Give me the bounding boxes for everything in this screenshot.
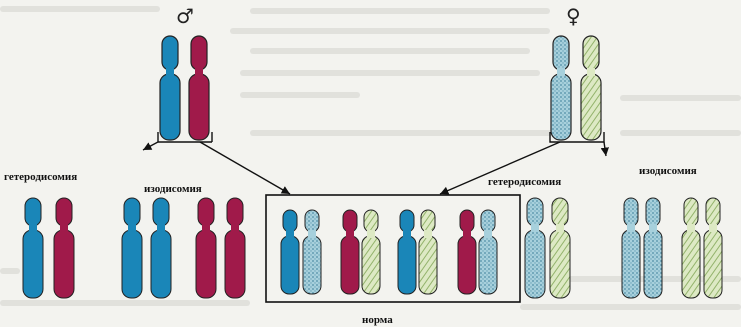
label-hetero-right: гетеродисомия [488, 176, 561, 188]
iso-right-hatched-pair [682, 198, 722, 298]
maternal-chromosome-blue-dotted [551, 36, 571, 140]
female-symbol-icon: ♀ [566, 4, 581, 28]
label-norm: норма [362, 314, 393, 326]
norm-blue-hatched [398, 210, 437, 294]
norm-blue-dotted [281, 210, 321, 294]
iso-left-blue-pair [122, 198, 171, 298]
male-symbol-icon: ♂ [176, 4, 194, 28]
hetero-right-pair [525, 198, 570, 298]
hetero-left-pair [23, 198, 74, 298]
paternal-chromosome-red [189, 36, 209, 140]
maternal-chromosome-green-hatched [581, 36, 601, 140]
norm-red-hatched [341, 210, 380, 294]
norm-red-dotted [458, 210, 497, 294]
iso-right-dotted-pair [622, 198, 662, 298]
paternal-chromosome-blue [160, 36, 180, 140]
label-iso-right: изодисомия [639, 165, 697, 177]
label-iso-left: изодисомия [144, 183, 202, 195]
label-hetero-left: гетеродисомия [4, 171, 77, 183]
iso-left-red-pair [196, 198, 245, 298]
